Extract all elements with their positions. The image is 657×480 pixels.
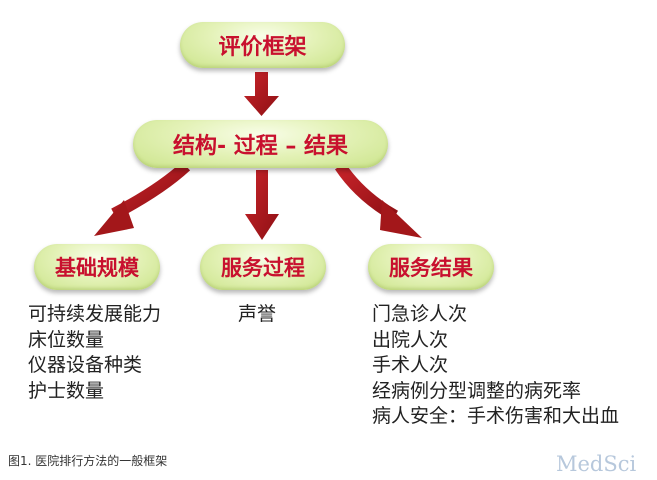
service-process-box: 服务过程: [200, 244, 326, 290]
list-item: 护士数量: [28, 379, 105, 402]
arrow-head-basic: [94, 200, 134, 236]
list-item: 出院人次: [372, 328, 449, 351]
evaluation-framework-box: 评价框架: [180, 22, 345, 68]
arrow-spo-to-process: [245, 170, 279, 240]
list-item: 经病例分型调整的病死率: [372, 379, 582, 402]
arrow-eval-to-spo: [244, 72, 279, 116]
medsci-watermark: MedSci: [556, 452, 637, 476]
list-item: 可持续发展能力: [28, 303, 162, 325]
list-item: 门急诊人次: [372, 303, 468, 325]
arrow-head-result: [380, 200, 422, 238]
structure-process-outcome-box: 结构- 过程 – 结果: [133, 120, 388, 168]
basic-scale-list: 可持续发展能力 床位数量 仪器设备种类 护士数量: [28, 302, 161, 404]
figure-caption: 图1. 医院排行方法的一般框架: [8, 454, 168, 468]
basic-scale-box: 基础规模: [34, 244, 160, 290]
list-item: 病人安全：手术伤害和大出血: [372, 405, 620, 427]
service-process-list: 声誉: [238, 302, 276, 328]
list-item: 手术人次: [372, 354, 449, 376]
list-item: 仪器设备种类: [28, 354, 143, 376]
service-result-list: 门急诊人次 出院人次 手术人次 经病例分型调整的病死率 病人安全：手术伤害和大出…: [372, 302, 619, 430]
list-item: 声誉: [238, 303, 277, 325]
service-result-box: 服务结果: [368, 244, 494, 290]
list-item: 床位数量: [28, 328, 105, 351]
